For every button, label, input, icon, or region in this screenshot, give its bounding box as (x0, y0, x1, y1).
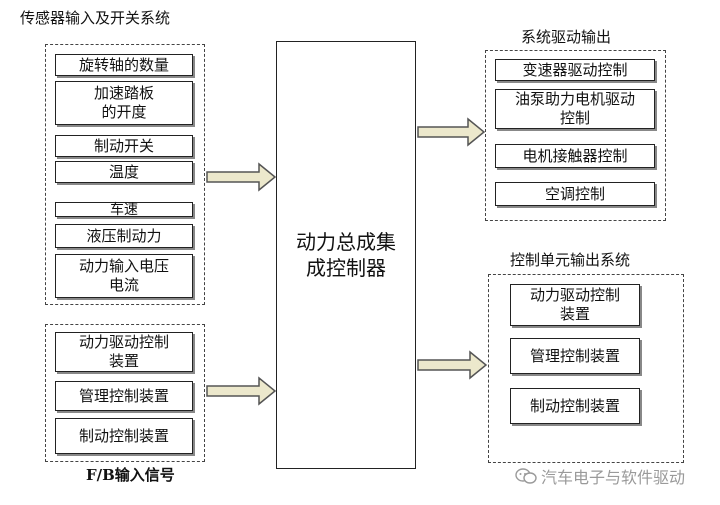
sensor-item-accelerator-pedal: 加速踏板的开度 (55, 81, 193, 125)
sensor-item-rotation-axes: 旋转轴的数量 (55, 54, 193, 76)
watermark: 汽车电子与软件驱动 (515, 464, 685, 488)
box-text-line: 控制 (559, 109, 590, 127)
box-text-line: 制动控制装置 (78, 426, 169, 445)
box-text-line: 电流 (108, 276, 139, 294)
sensor-item-hydraulic-braking: 液压制动力 (55, 224, 193, 248)
box-text-line: 动力输入电压 (78, 257, 169, 275)
drive-item-transmission-control: 变速器驱动控制 (495, 59, 655, 81)
box-text-line: 电机接触器控制 (522, 146, 628, 165)
drive-item-air-conditioning: 空调控制 (495, 182, 655, 206)
box-text-line: 旋转轴的数量 (78, 55, 169, 74)
control-output-group (488, 274, 684, 463)
box-text-line: 油泵助力电机驱动 (514, 90, 635, 108)
drive-output-title: 系统驱动输出 (521, 28, 612, 46)
fb-system-group (45, 324, 205, 462)
box-text-line: 动力驱动控制 (78, 333, 169, 351)
arrow-controller-to-control-output (417, 350, 488, 380)
powertrain-controller: 动力总成集成控制器 (276, 41, 416, 469)
box-text-line: 变速器驱动控制 (522, 60, 628, 79)
sensor-system-title: 传感器输入及开关系统 (20, 9, 171, 27)
box-text-line: 装置 (559, 305, 590, 323)
wechat-icon (515, 467, 537, 485)
box-text-line: 制动开关 (93, 136, 154, 155)
fb-item-power-drive-control: 动力驱动控制装置 (55, 332, 193, 372)
box-text-line: 温度 (108, 162, 139, 181)
control-item-management: 管理控制装置 (510, 338, 640, 374)
arrow-controller-to-drive-output (417, 117, 486, 147)
control-output-title: 控制单元输出系统 (510, 251, 631, 269)
control-item-brake: 制动控制装置 (510, 388, 640, 424)
box-text-line: 动力总成集 (296, 230, 396, 254)
box-text-line: 的开度 (101, 103, 147, 121)
box-text-line: 管理控制装置 (529, 346, 620, 365)
drive-item-oil-pump-motor: 油泵助力电机驱动控制 (495, 89, 655, 129)
box-text-line: 装置 (108, 352, 139, 370)
control-item-power-drive: 动力驱动控制装置 (510, 284, 640, 326)
box-text-line: 加速踏板 (93, 84, 154, 102)
box-text-line: 液压制动力 (86, 226, 162, 245)
box-text-line: 车速 (110, 201, 138, 218)
watermark-text: 汽车电子与软件驱动 (541, 468, 686, 487)
sensor-system-group (45, 44, 205, 305)
sensor-item-vehicle-speed: 车速 (55, 202, 193, 217)
drive-item-motor-contactor: 电机接触器控制 (495, 144, 655, 168)
sensor-item-brake-switch: 制动开关 (55, 135, 193, 157)
box-text-line: 动力驱动控制 (529, 286, 620, 304)
box-text-line: 成控制器 (306, 256, 386, 280)
box-text-line: 制动控制装置 (529, 396, 620, 415)
sensor-item-temperature: 温度 (55, 161, 193, 183)
sensor-item-power-input: 动力输入电压电流 (55, 254, 193, 298)
arrow-sensor-to-controller (206, 162, 277, 192)
box-text-line: 空调控制 (544, 184, 605, 203)
arrow-fb-to-controller (206, 376, 277, 406)
fb-item-management-control: 管理控制装置 (55, 381, 193, 411)
drive-output-group (485, 50, 666, 221)
fb-system-title: F/B输入信号 (86, 466, 175, 484)
box-text-line: 管理控制装置 (78, 386, 169, 405)
fb-item-brake-control: 制动控制装置 (55, 418, 193, 454)
